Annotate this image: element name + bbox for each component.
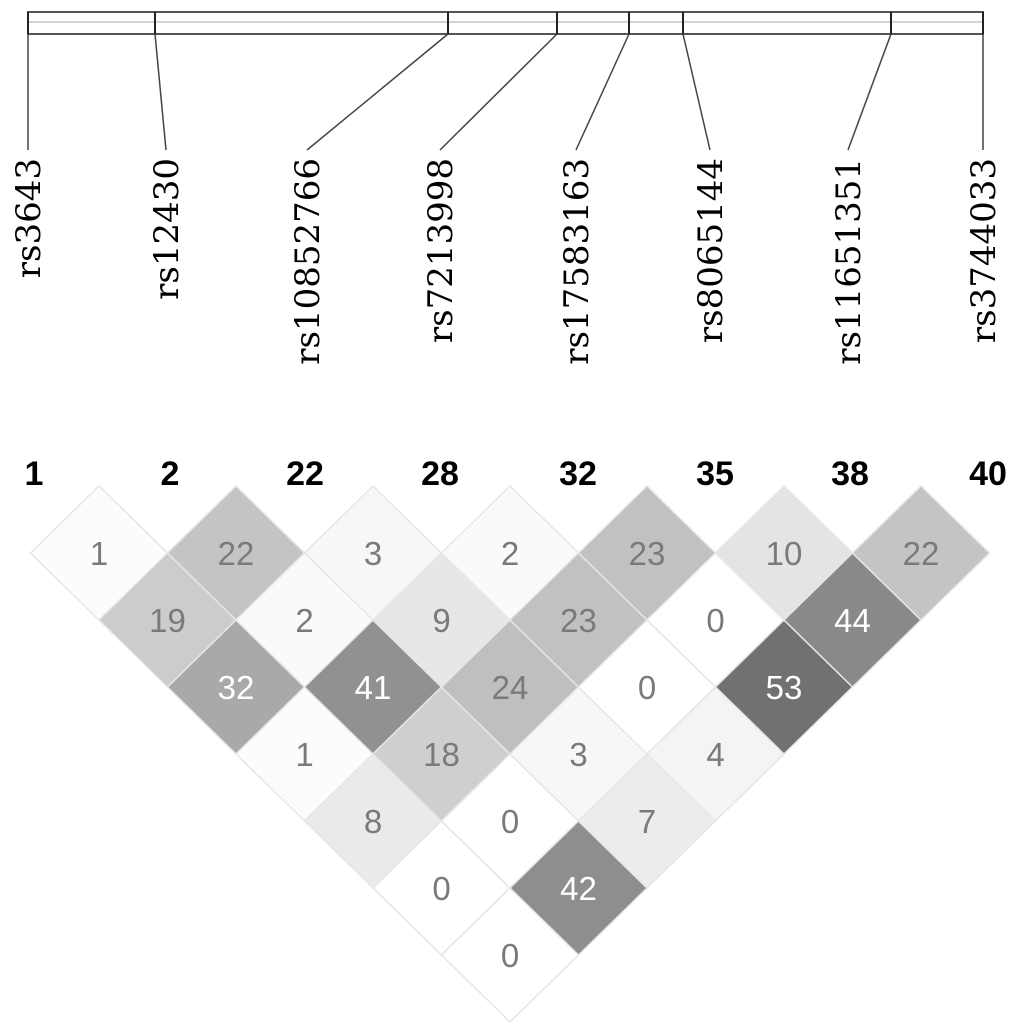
- ld-cell-value: 22: [903, 535, 940, 572]
- ld-cell-value: 2: [295, 602, 313, 639]
- snp-connector: [682, 33, 711, 151]
- ld-cell-value: 0: [638, 669, 656, 706]
- position-label: 28: [421, 455, 459, 493]
- snp-labels: rs3643 rs12430 rs10852766 rs7213998 rs175831…: [9, 158, 1004, 365]
- ld-cell-value: 2: [501, 535, 519, 572]
- ld-cell-value: 24: [492, 669, 529, 706]
- ruler-bar: [27, 11, 984, 35]
- snp-connectors: [27, 33, 984, 151]
- snp-connector: [306, 33, 449, 151]
- snp-label: rs8065144: [691, 158, 731, 343]
- ld-cell-value: 0: [706, 602, 724, 639]
- ld-cell-value: 0: [501, 803, 519, 840]
- ld-cell-value: 9: [432, 602, 450, 639]
- chromosome-ruler: [27, 11, 984, 35]
- ld-cell-value: 0: [501, 937, 519, 974]
- position-label: 40: [969, 455, 1007, 493]
- ld-cell-value: 8: [364, 803, 382, 840]
- snp-label: rs10852766: [288, 158, 328, 365]
- snp-label: rs12430: [147, 158, 187, 300]
- ld-cell: 22: [851, 484, 991, 622]
- ld-cell-value: 18: [423, 736, 460, 773]
- snp-connector: [439, 33, 558, 151]
- position-label: 35: [696, 455, 734, 493]
- ld-cell-diamond: [851, 484, 991, 622]
- ld-cell-value: 44: [834, 602, 871, 639]
- position-label: 32: [559, 455, 597, 493]
- ld-cell-value: 3: [569, 736, 587, 773]
- snp-connector: [847, 33, 892, 151]
- snp-label: rs11651351: [829, 158, 869, 365]
- position-label: 22: [286, 455, 324, 493]
- ld-cell-value: 0: [432, 870, 450, 907]
- snp-label: rs7213998: [421, 158, 461, 343]
- ld-cell-value: 23: [629, 535, 666, 572]
- position-label: 2: [161, 455, 180, 493]
- snp-connector: [154, 33, 167, 151]
- ld-cell-value: 3: [364, 535, 382, 572]
- ld-cell-value: 7: [638, 803, 656, 840]
- snp-connector: [575, 33, 630, 151]
- ld-cell-value: 42: [560, 870, 597, 907]
- ld-cell-value: 23: [560, 602, 597, 639]
- position-label: 1: [25, 455, 44, 493]
- ld-cells: 1193218002224118042392437223042305310442…: [29, 484, 991, 1024]
- ld-cell-value: 19: [149, 602, 186, 639]
- position-label: 38: [831, 455, 869, 493]
- snp-label: rs3643: [9, 158, 49, 278]
- ld-cell-value: 1: [295, 736, 313, 773]
- snp-label: rs17583163: [557, 158, 597, 365]
- ld-cell-value: 1: [90, 535, 108, 572]
- ld-cell-value: 32: [218, 669, 255, 706]
- ld-cell-value: 41: [355, 669, 392, 706]
- ld-cell-value: 22: [218, 535, 255, 572]
- ld-cell-value: 53: [766, 669, 803, 706]
- ld-cell-value: 4: [706, 736, 724, 773]
- ld-cell-value: 10: [766, 535, 803, 572]
- snp-label: rs3744033: [964, 158, 1004, 343]
